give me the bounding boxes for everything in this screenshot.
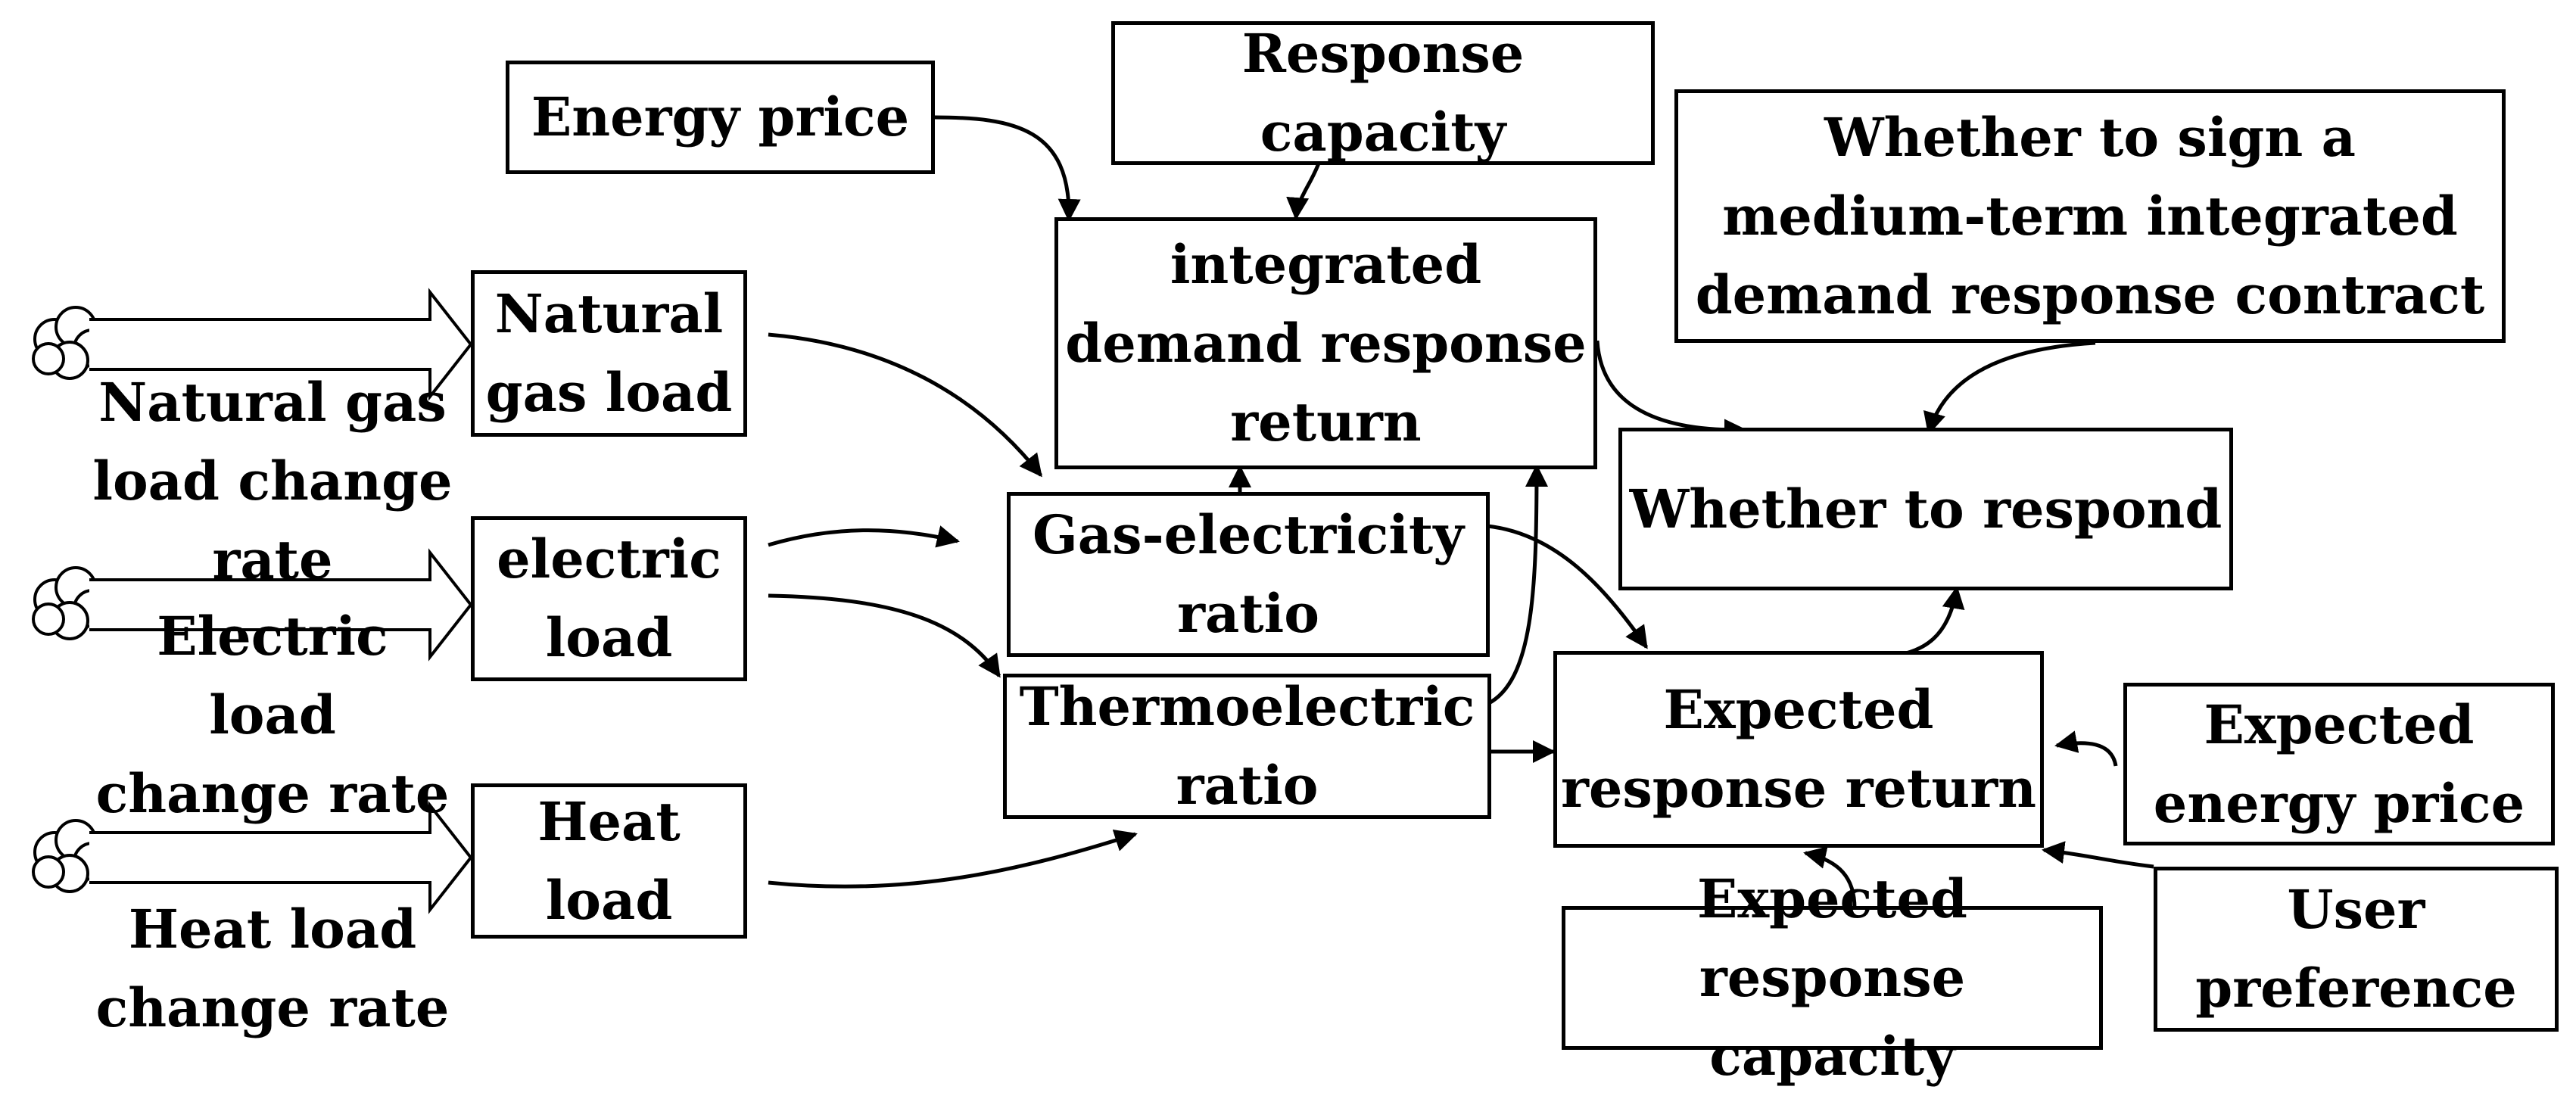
input-electric-rate-label: Electric load change rate [95, 605, 450, 825]
node-natural-gas-load: Natural gas load [471, 270, 747, 437]
node-thermoelectric-ratio: Thermoelectric ratio [1003, 674, 1491, 819]
arrow-user-preference-to-expected-return [2042, 841, 2154, 869]
node-whether-to-respond-label: Whether to respond [1629, 477, 2222, 540]
node-thermoelectric-ratio-label: Thermoelectric ratio [1019, 675, 1475, 817]
node-energy-price-label: Energy price [531, 86, 910, 148]
arrow-sign-contract-to-whether-to-respond [1923, 341, 2096, 435]
node-idr-return-label: integrated demand response return [1065, 232, 1587, 453]
arrow-thermoelectric-ratio-to-idr-return [1486, 464, 1548, 706]
arrow-natural-gas-load-to-gas-electricity-ratio [768, 332, 1042, 478]
arrow-expected-return-to-whether-to-respond [1880, 586, 1965, 659]
node-expected-response-capacity-label: Expected response capacity [1696, 867, 1967, 1088]
node-sign-contract: Whether to sign a medium-term integrated… [1674, 89, 2506, 343]
input-natural-gas-rate: Natural gas load change rate [91, 363, 454, 599]
node-expected-response-return-label: Expected response return [1560, 678, 2037, 820]
node-gas-electricity-ratio-label: Gas-electricity ratio [1033, 503, 1464, 645]
connector-layer [32, 115, 2154, 914]
node-natural-gas-load-label: Natural gas load [485, 282, 733, 424]
node-expected-response-capacity: Expected response capacity [1562, 867, 2103, 1088]
node-gas-electricity-ratio: Gas-electricity ratio [1007, 492, 1490, 657]
node-energy-price: Energy price [506, 61, 935, 174]
node-electric-load: electric load [471, 516, 747, 681]
node-user-preference: User preference [2154, 867, 2559, 1032]
node-electric-load-label: electric load [497, 528, 721, 669]
node-whether-to-respond: Whether to respond [1618, 428, 2233, 590]
node-expected-energy-price: Expected energy price [2123, 683, 2555, 845]
arrow-electric-load-to-gas-electricity-ratio [768, 525, 960, 548]
node-heat-load-label: Heat load [537, 789, 681, 932]
node-response-capacity-label: Response capacity [1241, 22, 1525, 163]
arrow-gas-electricity-ratio-to-expected-response-return [1487, 524, 1649, 649]
arrow-heat-load-to-thermoelectric-ratio [768, 829, 1138, 889]
arrow-expected-capacity-to-expected-return [1803, 846, 1857, 909]
input-heat-rate-label: Heat load change rate [95, 898, 450, 1039]
arrow-idr-return-to-whether-to-respond [1595, 340, 1747, 442]
input-heat-rate: Heat load change rate [91, 889, 454, 1048]
arrow-expected-energy-price-to-expected-return [2054, 730, 2118, 767]
node-sign-contract-label: Whether to sign a medium-term integrated… [1695, 105, 2485, 326]
idr-decision-diagram: Energy price Response capacity Whether t… [32, 21, 2559, 1088]
input-natural-gas-rate-label: Natural gas load change rate [92, 371, 453, 591]
arrow-electric-load-to-thermoelectric-ratio [768, 593, 1001, 678]
arrow-energy-price-to-idr-return [934, 115, 1081, 222]
node-heat-load: Heat load [471, 783, 747, 939]
node-response-capacity: Response capacity [1111, 21, 1655, 165]
input-electric-rate: Electric load change rate [91, 605, 454, 825]
node-idr-return: integrated demand response return [1054, 217, 1597, 469]
node-expected-response-return: Expected response return [1553, 651, 2044, 848]
node-user-preference-label: User preference [2195, 878, 2517, 1020]
node-expected-energy-price-label: Expected energy price [2153, 693, 2525, 835]
